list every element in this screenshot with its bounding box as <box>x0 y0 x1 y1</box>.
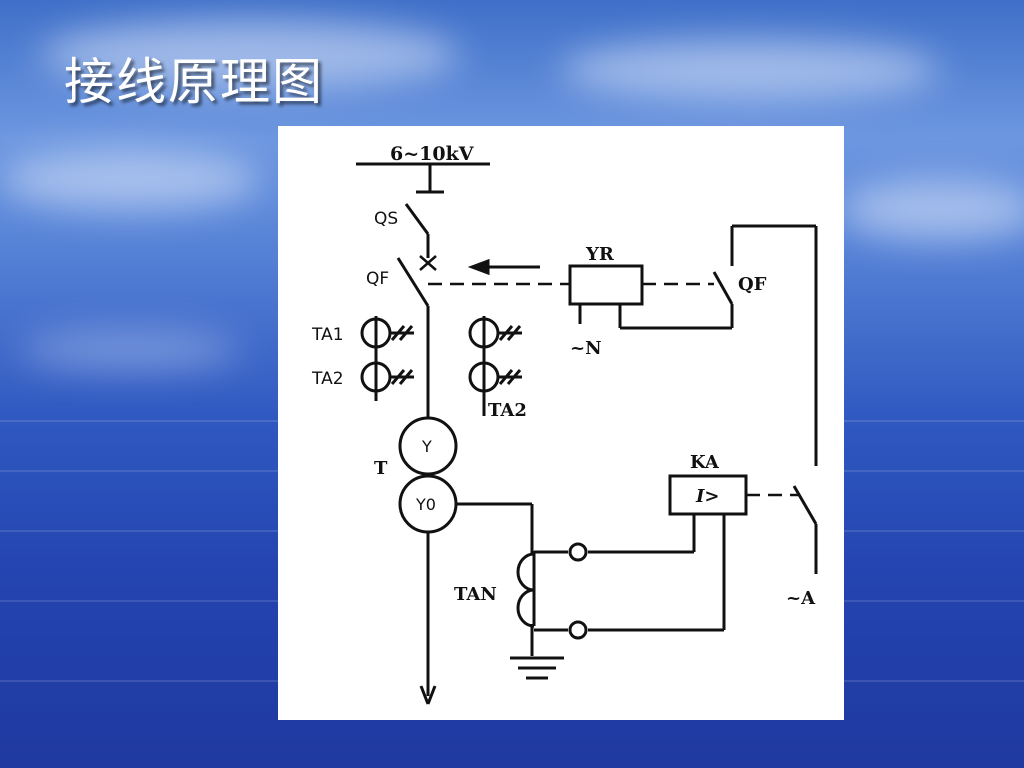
yr-trip-coil-box <box>568 264 644 306</box>
winding-secondary-label: Y0 <box>415 495 436 514</box>
winding-primary-label: Y <box>421 437 432 456</box>
qf-cross-b <box>419 255 437 271</box>
transformer-primary-winding <box>398 416 458 476</box>
slide-title: 接线原理图 <box>64 53 324 111</box>
ct-hash-1 <box>390 325 414 341</box>
ta1-label: TA1 <box>311 325 344 345</box>
yr-label: YR <box>585 244 615 265</box>
ka-relay-box <box>668 474 748 516</box>
main-arrow-tip-right <box>426 685 437 705</box>
transformer-label: T <box>374 458 388 479</box>
sky-streak <box>840 180 1024 240</box>
qf-right-label: QF <box>738 274 767 295</box>
sky-streak <box>40 20 460 90</box>
ka-label: KA <box>690 452 720 473</box>
qf-label: QF <box>366 269 389 289</box>
trip-arrow-head <box>467 258 490 276</box>
qs-blade <box>404 203 430 235</box>
ct-hash-3 <box>498 325 522 341</box>
qs-label: QS <box>374 209 398 229</box>
a-supply-label: ~A <box>786 588 816 609</box>
ta2-right-label: TA2 <box>488 400 527 421</box>
wiring-diagram: 6~10kV QS QF TA1 TA2 TA2 YR QF ~N T Y Y0… <box>278 126 844 720</box>
tan-coil <box>516 552 535 628</box>
tan-label: TAN <box>454 584 497 605</box>
ct-hash-4 <box>498 369 522 385</box>
qf-contact-blade <box>712 271 734 305</box>
ta2-label: TA2 <box>311 369 344 389</box>
wiring-diagram-svg: 6~10kV QS QF TA1 TA2 TA2 YR QF ~N T Y Y0… <box>311 143 818 705</box>
tan-terminal-bottom <box>568 620 588 640</box>
sky-streak <box>20 330 240 370</box>
qf-blade <box>396 257 430 307</box>
ka-symbol: I> <box>695 486 720 507</box>
ct-hash-2 <box>390 369 414 385</box>
tan-terminal-top <box>568 542 588 562</box>
n-supply-label: ~N <box>570 338 602 359</box>
sky-streak <box>0 150 260 210</box>
main-arrow-tip-left <box>419 685 430 705</box>
bus-voltage-label: 6~10kV <box>390 143 475 165</box>
a-contact-blade <box>792 485 818 525</box>
sky-streak <box>560 40 940 100</box>
